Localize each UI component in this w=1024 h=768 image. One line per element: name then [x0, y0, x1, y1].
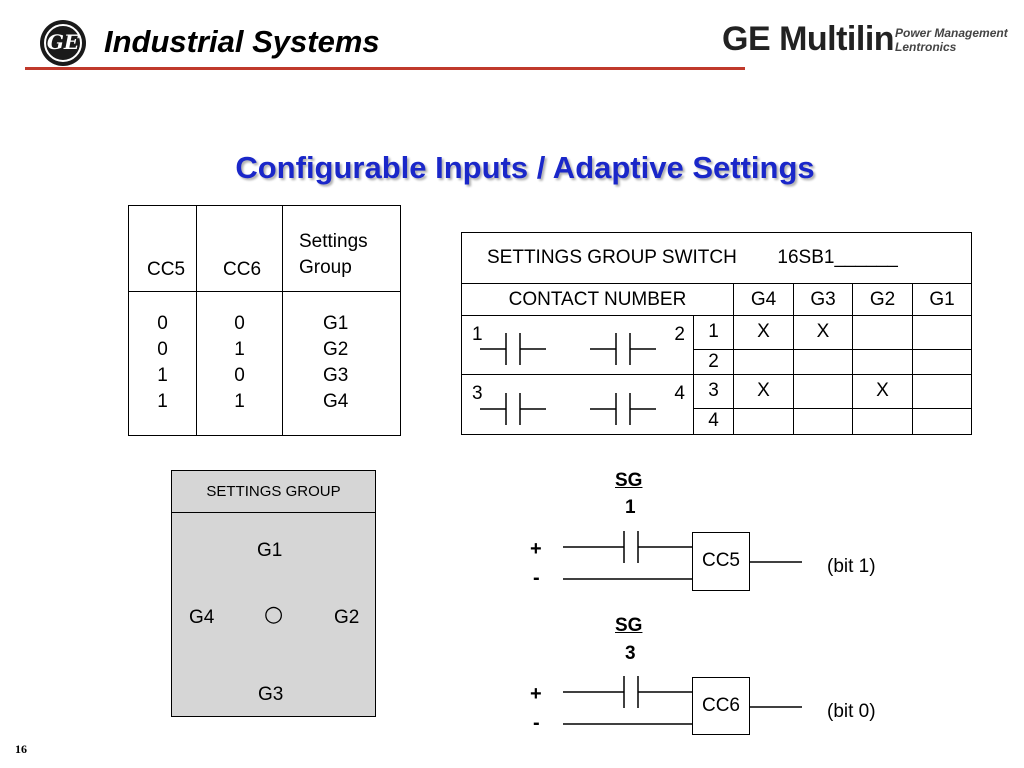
selector-position-right: G2 — [334, 607, 360, 628]
g1-header: G1 — [912, 283, 972, 317]
circuit-1-sg-label: SG — [615, 470, 643, 491]
slide-title: Configurable Inputs / Adaptive Settings — [235, 150, 815, 185]
contact-pair-1-2-symbol — [480, 333, 656, 366]
circuit-2-minus: - — [533, 712, 540, 734]
cc5-column: 0 0 1 1 — [128, 291, 197, 436]
group-value: G2 — [323, 339, 349, 360]
settings-header-line-1: Settings — [299, 231, 368, 252]
contact-mark — [912, 315, 972, 350]
cc6-column: 0 1 0 1 — [196, 291, 283, 436]
cc5-value: 1 — [157, 391, 168, 412]
g4-header: G4 — [733, 283, 794, 317]
switch-contact-table: SETTINGS GROUP SWITCH 16SB1______ CONTAC… — [461, 231, 972, 436]
settings-group-selector-title: SETTINGS GROUP — [172, 471, 375, 513]
g3-header: G3 — [793, 283, 853, 317]
cc6-value: 1 — [234, 339, 245, 360]
switch-title-cell: SETTINGS GROUP SWITCH 16SB1______ — [461, 231, 972, 285]
cc-table-body-row: 0 0 1 1 0 1 0 1 G1 G2 G3 G4 — [128, 291, 401, 436]
selector-knob-icon: ○ — [264, 602, 284, 627]
contact-mark — [733, 407, 794, 436]
cc6-input-box: CC6 — [692, 677, 750, 735]
contact-mark: X — [733, 373, 794, 409]
cc-table-header-row: CC5 CC6 Settings Group — [128, 205, 401, 292]
switch-title: SETTINGS GROUP SWITCH — [487, 247, 737, 269]
selector-position-left: G4 — [189, 607, 215, 628]
contact-label: 2 — [674, 324, 685, 346]
cc6-value: 0 — [234, 313, 245, 334]
switch-header-row: CONTACT NUMBER G4 G3 G2 G1 — [461, 283, 972, 317]
contact-mark — [852, 348, 913, 375]
contact-pair-3-4: 3 4 — [461, 373, 694, 436]
cc5-header: CC5 — [128, 205, 197, 292]
contact-mark: X — [852, 373, 913, 409]
circuit-1-plus: + — [530, 538, 542, 560]
settings-group-selector: SETTINGS GROUP G1 G4 G2 G3 ○ — [171, 470, 376, 717]
contact-label: 3 — [472, 382, 483, 404]
contact-mark — [793, 407, 853, 436]
circuit-2-sg-number: 3 — [625, 643, 636, 664]
contact-label: 1 — [472, 324, 483, 346]
switch-part-number: 16SB1______ — [777, 247, 898, 269]
contact-row: 3 4 3 X X — [461, 373, 972, 436]
selector-position-top: G1 — [257, 540, 283, 561]
cc6-value: 1 — [234, 391, 245, 412]
cc5-value: 0 — [157, 339, 168, 360]
contact-mark — [912, 407, 972, 436]
circuit-1-minus: - — [533, 567, 540, 589]
group-value: G1 — [323, 313, 349, 334]
header-divider — [25, 67, 745, 70]
group-value: G3 — [323, 365, 349, 386]
circuit-1-sg-number: 1 — [625, 497, 636, 518]
circuit-1-bit-label: (bit 1) — [827, 556, 876, 577]
ge-logo-monogram: GE — [46, 30, 80, 54]
circuit-2-plus: + — [530, 683, 542, 705]
circuit-2-bit-label: (bit 0) — [827, 701, 876, 722]
g2-header: G2 — [852, 283, 913, 317]
contact-mark — [912, 373, 972, 409]
cc5-value: 0 — [157, 313, 168, 334]
cc-truth-table: CC5 CC6 Settings Group 0 0 1 1 0 1 0 1 G… — [128, 205, 401, 436]
contact-row: 4 — [462, 407, 972, 436]
brand-subtitle: Power Management Lentronics — [895, 26, 1008, 54]
settings-header-line-2: Group — [299, 257, 352, 278]
group-column: G1 G2 G3 G4 — [282, 291, 401, 436]
contact-mark — [852, 315, 913, 350]
cc6-header: CC6 — [196, 205, 283, 292]
contact-mark — [852, 407, 913, 436]
cc5-value: 1 — [157, 365, 168, 386]
contact-number-header: CONTACT NUMBER — [461, 283, 734, 317]
contact-mark: X — [793, 315, 853, 350]
header-title: Industrial Systems — [104, 24, 380, 59]
contact-pair-3-4-symbol — [480, 392, 656, 425]
contact-mark: X — [733, 315, 794, 350]
group-value: G4 — [323, 391, 349, 412]
selector-position-bottom: G3 — [258, 684, 284, 705]
contact-number: 3 — [693, 373, 734, 409]
contact-row: 1 2 1 X X — [461, 315, 972, 375]
cc5-input-box: CC5 — [692, 532, 750, 591]
circuit-2-sg-label: SG — [615, 615, 643, 636]
brand-sub-line-2: Lentronics — [895, 40, 957, 54]
page-number: 16 — [15, 742, 27, 756]
switch-title-row: SETTINGS GROUP SWITCH 16SB1______ — [461, 231, 972, 285]
brand-name: GE Multilin — [722, 20, 895, 58]
contact-number: 1 — [693, 315, 734, 350]
contact-label: 4 — [674, 382, 685, 404]
brand-sub-line-1: Power Management — [895, 26, 1008, 40]
ge-logo: GE — [40, 20, 86, 66]
cc6-value: 0 — [234, 365, 245, 386]
settings-group-header: Settings Group — [282, 205, 401, 292]
